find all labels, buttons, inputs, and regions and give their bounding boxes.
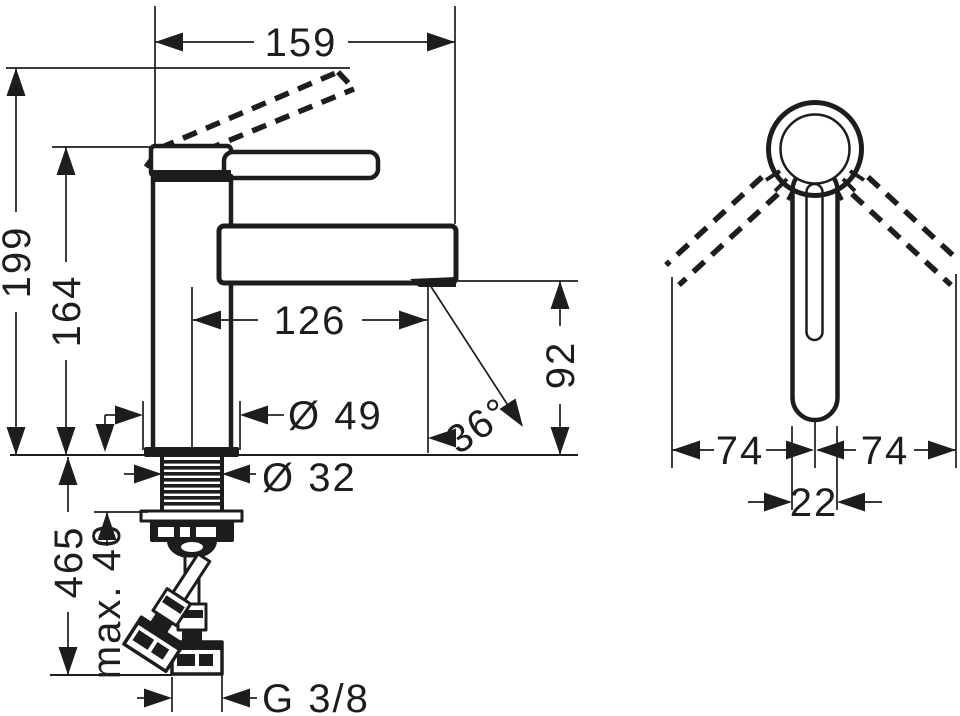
dim-lever-width-label: 22 xyxy=(790,481,839,525)
dim-swivel-left-label: 74 xyxy=(716,429,765,473)
dim-body-height-label: 164 xyxy=(45,275,89,348)
side-view: 159 199 164 126 Ø 49 Ø 32 92 36° 465 max… xyxy=(0,6,583,716)
handle-joint-band xyxy=(151,170,231,182)
dim-total-depth-label: 159 xyxy=(265,21,338,65)
dim-total-height-label: 199 xyxy=(0,226,39,299)
dim-max-mounting-label: max. 40 xyxy=(85,523,129,679)
dim-shank-diameter-label: Ø 32 xyxy=(262,456,357,500)
threaded-shank xyxy=(160,457,224,511)
dim-hose-length-label: 465 xyxy=(47,526,91,599)
top-view-dimensions xyxy=(671,274,957,512)
handle-lever xyxy=(221,149,381,181)
aerator xyxy=(410,277,456,287)
dim-base-diameter-label: Ø 49 xyxy=(288,394,383,438)
supply-hose-angled xyxy=(122,552,212,674)
dim-swivel-right-label: 74 xyxy=(861,429,910,473)
lever-slot xyxy=(805,182,824,342)
base-flange xyxy=(144,447,239,457)
side-view-dimensions xyxy=(6,6,578,712)
spout xyxy=(216,223,459,286)
dim-spout-reach-label: 126 xyxy=(274,299,347,343)
dim-supply-thread-label: G 3/8 xyxy=(262,677,370,716)
dim-outlet-height-label: 92 xyxy=(539,341,583,390)
mounting-nut-assembly xyxy=(139,509,244,559)
top-view: 74 74 22 xyxy=(664,100,959,525)
lever-swing-dashed-lines xyxy=(664,174,959,288)
handle-outer-ring xyxy=(766,100,864,198)
handle-inner-ring xyxy=(779,113,851,185)
dim-jet-angle-label: 36° xyxy=(439,389,519,463)
